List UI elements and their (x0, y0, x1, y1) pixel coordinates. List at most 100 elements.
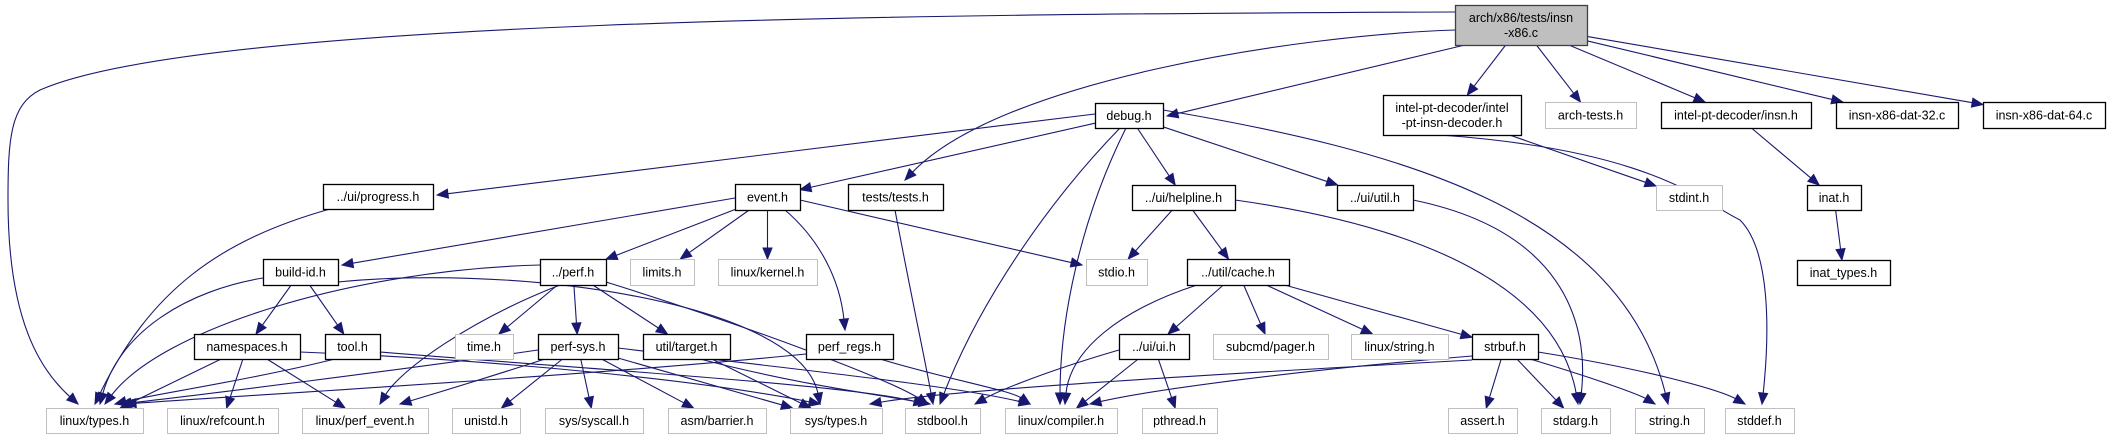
node-target[interactable]: util/target.h (642, 333, 732, 361)
node-perfsys[interactable]: perf-sys.h (537, 333, 620, 361)
node-label: linux/compiler.h (1018, 414, 1104, 428)
node-box (1094, 102, 1165, 130)
edge-debug-to-stdbool (943, 127, 1121, 395)
edge-perf-to-lperfevent (384, 284, 561, 396)
node-box (905, 408, 981, 434)
node-namespaces[interactable]: namespaces.h (193, 333, 302, 361)
node-box (1725, 408, 1795, 434)
node-box (1005, 408, 1118, 434)
node-box (847, 183, 945, 212)
node-iptinsndec[interactable]: intel-pt-decoder/intel-pt-insn-decoder.h (1382, 94, 1523, 137)
node-box (1541, 408, 1611, 434)
node-root[interactable]: arch/x86/tests/insn-x86.c (1454, 4, 1589, 47)
node-box (1086, 259, 1148, 286)
node-event[interactable]: event.h (734, 183, 802, 212)
node-label: string.h (1649, 414, 1690, 428)
node-label: build-id.h (275, 266, 326, 280)
node-label: linux/perf_event.h (316, 414, 415, 428)
node-dat64[interactable]: insn-x86-dat-64.c (1982, 101, 2107, 130)
node-box (734, 183, 802, 212)
edge-debug-to-event (809, 122, 1096, 189)
node-progress[interactable]: ../ui/progress.h (322, 183, 435, 211)
node-perfregs[interactable]: perf_regs.h (805, 333, 895, 361)
node-box (545, 408, 644, 434)
edge-event-to-perfregs (784, 209, 845, 321)
node-lrefcount: linux/refcount.h (167, 408, 279, 434)
edge-strbuf-to-stdarg (1516, 358, 1558, 402)
node-label: intel-pt-decoder/insn.h (1674, 109, 1798, 123)
node-label: linux/types.h (60, 414, 130, 428)
node-box (1982, 101, 2107, 130)
edge-uiui-to-pthread-arrowhead (1166, 395, 1177, 410)
edge-helpline-to-stdarg (1234, 199, 1577, 395)
node-box (1635, 408, 1705, 434)
node-box (1471, 333, 1540, 361)
node-label: arch-tests.h (1558, 109, 1623, 123)
node-inat[interactable]: inat.h (1806, 184, 1863, 212)
edge-root-to-archtests-arrowhead (1569, 89, 1582, 104)
node-stdarg: stdarg.h (1541, 408, 1611, 434)
node-label: intel-pt-decoder/intel (1395, 101, 1508, 115)
node-label: ../ui/progress.h (337, 190, 420, 204)
edge-perf-to-target-arrowhead (654, 323, 669, 335)
node-label: -x86.c (1504, 26, 1538, 40)
node-box (1835, 101, 1960, 130)
node-uiui[interactable]: ../ui/ui.h (1118, 333, 1191, 361)
node-iptinsn[interactable]: intel-pt-decoder/insn.h (1660, 101, 1813, 130)
node-uiutil[interactable]: ../ui/util.h (1336, 184, 1415, 212)
edge-helpline-to-cache-arrowhead (1217, 246, 1230, 261)
edge-perf-to-ltypes-arrowhead (104, 391, 117, 406)
node-box (1142, 408, 1218, 434)
edge-perf-to-ltypes (110, 264, 541, 397)
node-inattypes[interactable]: inat_types.h (1796, 259, 1892, 287)
edge-buildid-to-tool (309, 284, 339, 327)
edge-perf-to-time (506, 284, 558, 329)
node-stdio: stdio.h (1086, 259, 1148, 286)
node-label: inat.h (1819, 191, 1850, 205)
node-time: time.h (455, 334, 514, 360)
edge-iptinsndec-to-stdint (1509, 134, 1647, 184)
edge-perf-to-time-arrowhead (497, 322, 512, 335)
node-label: event.h (747, 191, 788, 205)
edge-root-to-iptinsndec (1472, 44, 1507, 88)
node-debug[interactable]: debug.h (1094, 102, 1165, 130)
node-label: insn-x86-dat-32.c (1849, 109, 1946, 123)
edge-uiutil-to-stdarg (1412, 199, 1584, 395)
edge-cache-to-strbuf-arrowhead (1459, 329, 1474, 340)
node-label: linux/string.h (1364, 340, 1434, 354)
node-label: tool.h (337, 340, 368, 354)
edge-target-to-stdbool-arrowhead (917, 396, 932, 408)
node-lperfevent: linux/perf_event.h (302, 408, 429, 434)
node-strbuf[interactable]: strbuf.h (1471, 333, 1540, 361)
node-perf[interactable]: ../perf.h (539, 258, 608, 287)
node-dat32[interactable]: insn-x86-dat-32.c (1835, 101, 1960, 130)
edge-progress-to-ltypes (98, 208, 331, 396)
node-cache[interactable]: ../util/cache.h (1186, 258, 1291, 287)
node-box (1351, 334, 1449, 360)
edge-perfsys-to-unistd (508, 358, 563, 403)
node-box (262, 258, 340, 287)
edge-root-to-debug-arrowhead (1165, 108, 1180, 119)
node-tests[interactable]: tests/tests.h (847, 183, 945, 212)
edge-iptinsndec-to-stdint-arrowhead (1643, 177, 1658, 188)
node-stdint: stdint.h (1656, 185, 1723, 211)
node-ltypes: linux/types.h (46, 408, 144, 434)
node-limits: limits.h (630, 259, 695, 286)
node-helpline[interactable]: ../ui/helpline.h (1131, 184, 1237, 212)
edge-event-to-buildid-arrowhead (340, 257, 355, 269)
edge-perfsys-to-systypes-arrowhead (779, 399, 794, 410)
edge-event-to-perf-arrowhead (604, 250, 619, 261)
edge-perfsys-to-systypes (617, 357, 783, 406)
node-box (455, 334, 514, 360)
node-buildid[interactable]: build-id.h (262, 258, 340, 287)
edge-perfregs-to-ltypes-arrowhead (123, 397, 137, 409)
edge-iptinsndec-to-stddef (1439, 134, 1768, 395)
edge-root-to-debug (1176, 44, 1466, 115)
edge-buildid-to-namespaces-arrowhead (255, 321, 267, 336)
edge-buildid-to-namespaces (261, 284, 292, 327)
edge-debug-to-uiutil (1162, 126, 1329, 183)
edge-cache-to-pager (1243, 284, 1262, 326)
node-tool[interactable]: tool.h (324, 333, 382, 361)
edge-debug-to-helpline (1136, 127, 1171, 178)
edge-root-to-iptinsndec-arrowhead (1466, 82, 1479, 97)
